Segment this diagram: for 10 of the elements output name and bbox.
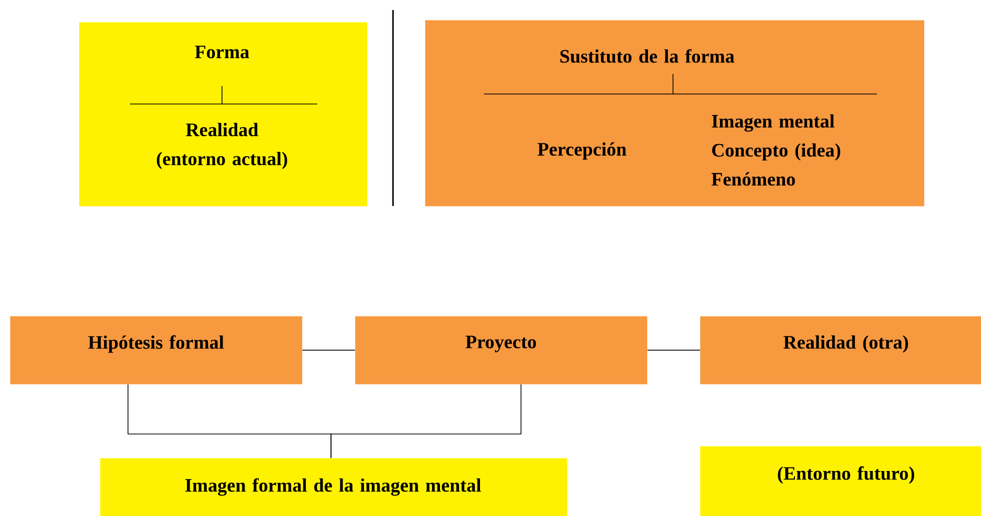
connector-line: [647, 350, 700, 351]
process-box: Forma Realidad (entorno actual): [79, 22, 368, 206]
process-box: Realidad (otra): [700, 316, 981, 384]
process-box: Imagen formal de la imagen mental: [100, 458, 568, 516]
process-box: (Entorno futuro): [700, 446, 981, 516]
connector-line: [302, 350, 356, 351]
connector-line: [330, 384, 522, 458]
process-box: Sustituto de la forma Percepción Imagen mental Concepto (idea) Fenómeno: [425, 20, 924, 206]
process-box: Hipótesis formal: [10, 316, 302, 384]
process-box: Proyecto: [355, 316, 648, 384]
